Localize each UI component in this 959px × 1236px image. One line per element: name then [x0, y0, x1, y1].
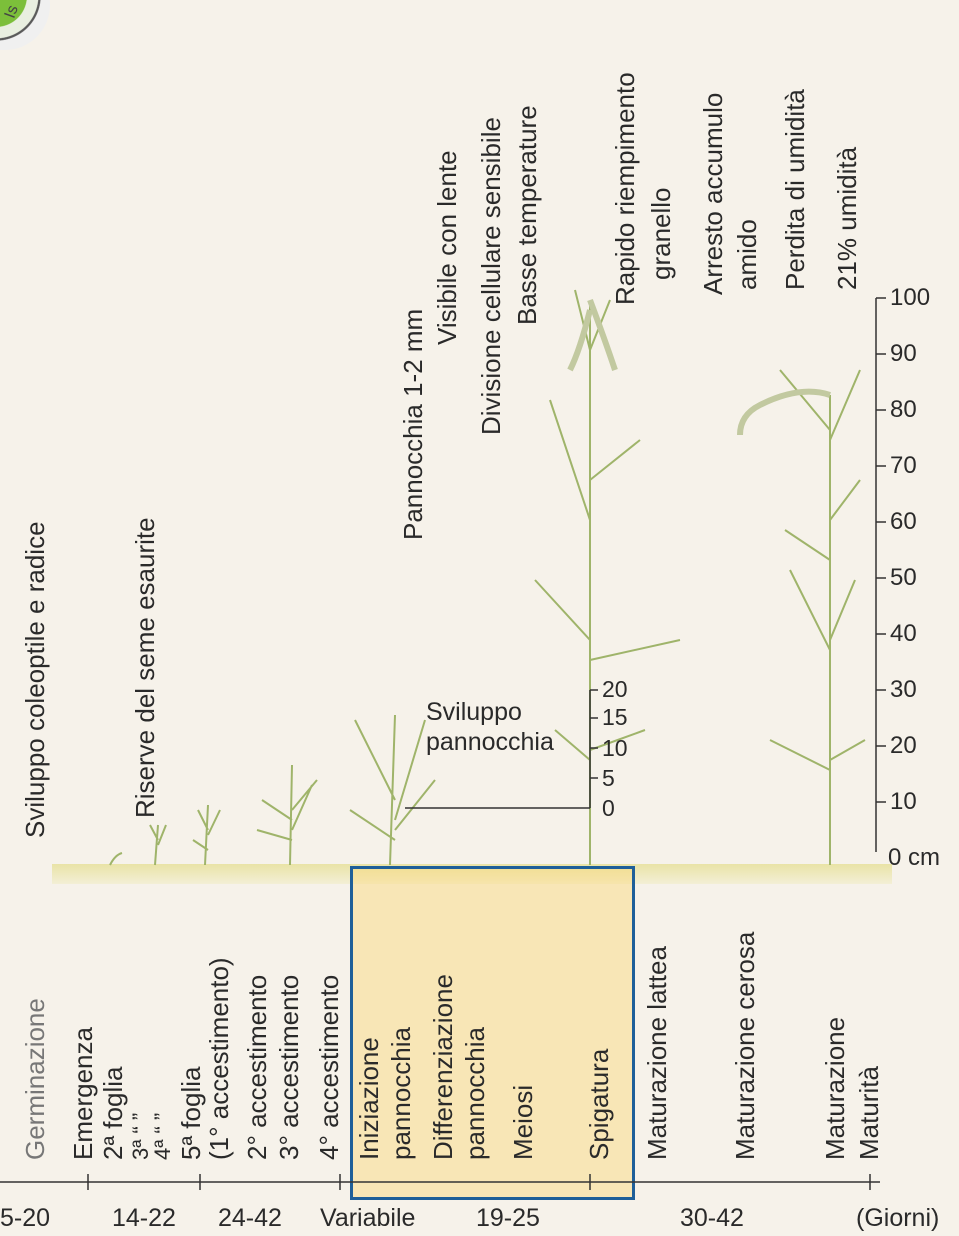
label-basse-temp: Basse temperature [514, 105, 540, 325]
label-perdita: Perdita di umidità [782, 89, 808, 290]
stage-foglia2: 2ª foglia [100, 1067, 126, 1160]
stage-iniziazione: Iniziazione [356, 1037, 382, 1160]
seedling-3 [193, 805, 220, 865]
label-coleoptile: Sviluppo coleoptile e radice [22, 521, 48, 838]
duration-d6: 30-42 [680, 1206, 744, 1231]
height-label-100: 100 [890, 286, 930, 310]
duration-unit: (Giorni) [856, 1206, 939, 1231]
height-label-50: 50 [890, 566, 917, 590]
duration-d4: Variabile [320, 1206, 415, 1231]
seedling-1 [110, 853, 122, 865]
duration-d3: 24-42 [218, 1206, 282, 1231]
stage-terzo-accestimento: 3° accestimento [276, 975, 302, 1160]
duration-d2: 14-22 [112, 1206, 176, 1231]
label-divisione: Divisione cellulare sensibile [478, 117, 504, 435]
label-riserve: Riserve del seme esaurite [132, 517, 158, 818]
stage-primo-accestimento: (1° accestimento) [206, 957, 232, 1160]
label-rapido: Rapido riempimento [612, 72, 638, 305]
stage-foglia3: 3ª “ ” [130, 1113, 152, 1160]
stage-differenziazione-pannocchia: pannocchia [462, 1027, 488, 1160]
panicle-heading [570, 300, 615, 370]
stage-iniziazione-pannocchia: pannocchia [388, 1027, 414, 1160]
stage-differenziazione: Differenziazione [430, 974, 456, 1160]
label-pannocchia-mm: Pannocchia 1-2 mm [400, 309, 426, 540]
height-label-80: 80 [890, 398, 917, 422]
stage-spigatura: Spigatura [586, 1049, 612, 1160]
stage-maturazione-lattea: Maturazione lattea [644, 946, 670, 1160]
height-label-40: 40 [890, 622, 917, 646]
inset-label-line1: Sviluppo [426, 700, 522, 725]
stage-meiosi: Meiosi [510, 1085, 536, 1160]
height-label-20: 20 [890, 734, 917, 758]
inset-tick-label-20: 20 [602, 678, 628, 701]
plant-mature [770, 370, 865, 865]
stage-germinazione: Germinazione [22, 998, 48, 1160]
label-amido: amido [734, 219, 760, 290]
label-arresto: Arresto accumulo [700, 93, 726, 295]
label-visibile: Visibile con lente [434, 150, 460, 345]
height-label-10: 10 [890, 790, 917, 814]
inset-tick-label-15: 15 [602, 706, 628, 729]
plant-tillering-2 [350, 715, 435, 865]
duration-d1: 5-20 [0, 1206, 50, 1231]
height-label-zero: 0 cm [888, 846, 940, 870]
stage-maturazione: Maturazione [822, 1017, 848, 1160]
plant-tillering-1 [257, 765, 317, 865]
label-umidita21: 21% umidità [834, 147, 860, 290]
stage-maturazione-cerosa: Maturazione cerosa [732, 932, 758, 1160]
height-label-90: 90 [890, 342, 917, 366]
stage-quarto-accestimento: 4° accestimento [316, 975, 342, 1160]
height-label-70: 70 [890, 454, 917, 478]
stage-secondo-accestimento: 2° accestimento [244, 975, 270, 1160]
stage-foglia4: 4ª “ ” [152, 1113, 174, 1160]
stage-foglia5: 5ª foglia [178, 1067, 204, 1160]
inset-tick-label-0: 0 [602, 797, 615, 820]
height-label-30: 30 [890, 678, 917, 702]
inset-label-line2: pannocchia [426, 730, 554, 755]
seedling-2 [150, 825, 166, 865]
stage-emergenza: Emergenza [70, 1027, 96, 1160]
inset-tick-label-10: 10 [602, 737, 628, 760]
stage-maturita: Maturità [856, 1066, 882, 1160]
height-label-60: 60 [890, 510, 917, 534]
label-granello: granello [648, 187, 674, 280]
inset-tick-label-5: 5 [602, 767, 615, 790]
duration-d5: 19-25 [476, 1206, 540, 1231]
